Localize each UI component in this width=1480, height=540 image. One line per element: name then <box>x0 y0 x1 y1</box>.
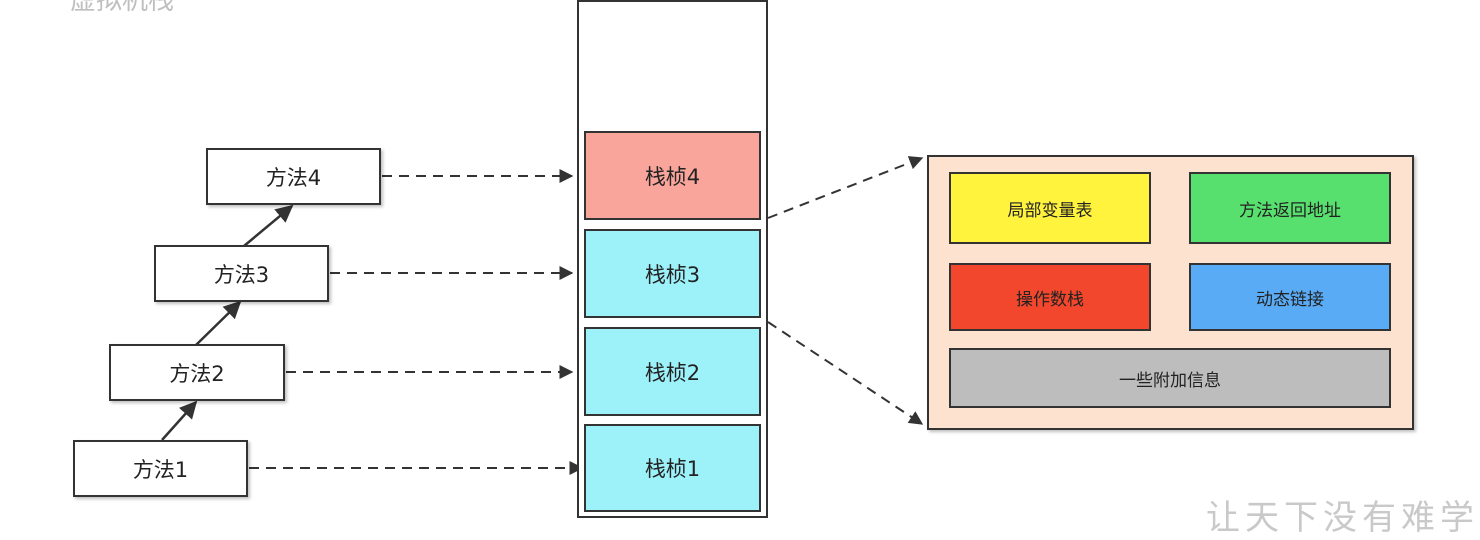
operand-stack: 操作数栈 <box>949 263 1151 331</box>
arrow-method3-to-method4 <box>243 204 294 247</box>
method-box-3: 方法3 <box>154 245 329 302</box>
arrow-method1-to-method2 <box>161 400 198 441</box>
watermark: 让天下没有难学 <box>1206 498 1479 538</box>
stack-frame-1: 栈桢1 <box>584 424 761 512</box>
stack-frame-4: 栈桢4 <box>584 131 761 220</box>
arrow-method2-to-method3 <box>195 300 242 346</box>
method-box-4: 方法4 <box>206 148 381 205</box>
stack-frame-3: 栈桢3 <box>584 229 761 318</box>
additional-info: 一些附加信息 <box>949 348 1391 408</box>
method-box-2: 方法2 <box>109 344 285 401</box>
local-variable-table: 局部变量表 <box>949 172 1151 244</box>
method-return-address: 方法返回地址 <box>1189 172 1391 244</box>
stack-frame-2: 栈桢2 <box>584 327 761 416</box>
method-box-1: 方法1 <box>73 440 248 497</box>
dynamic-linking: 动态链接 <box>1189 263 1391 331</box>
zoom-line-top <box>767 156 924 219</box>
zoom-line-bottom <box>767 321 924 425</box>
header-text-fragment: 虚拟机栈 <box>70 0 175 16</box>
stack-frame-detail: 局部变量表 方法返回地址 操作数栈 动态链接 一些附加信息 <box>927 155 1414 430</box>
